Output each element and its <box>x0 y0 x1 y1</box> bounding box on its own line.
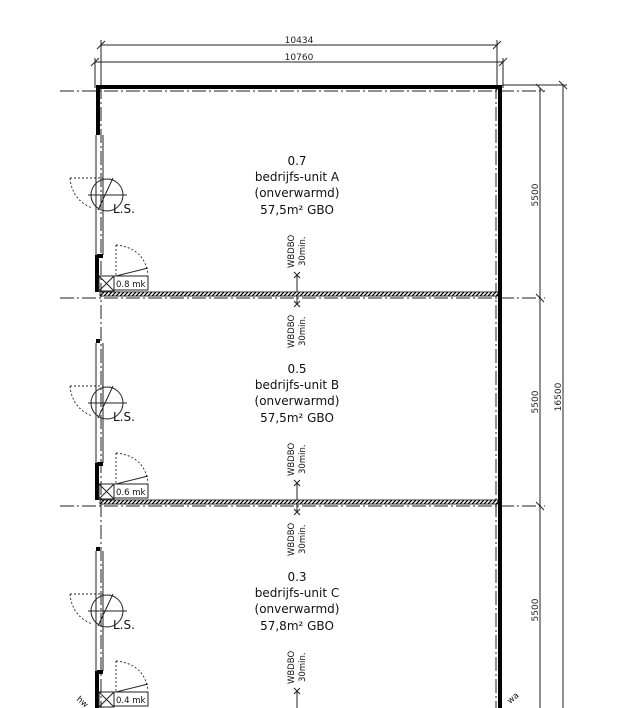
door-symbol-label: L.S. <box>113 618 135 632</box>
grid-axes <box>60 85 545 708</box>
unit-name: bedrijfs-unit C <box>255 586 339 600</box>
dimension-unit-b: 5500 <box>531 390 541 413</box>
door-swing-icon <box>69 593 127 628</box>
door-swing-icon <box>69 177 127 212</box>
dimension-10760: 10760 <box>285 53 314 63</box>
svg-text:WBDBO: WBDBO <box>287 235 297 268</box>
unit-b: L.S. 0.6 mk 0.5 bedrijfs-unit B (onverwarmd)… <box>69 339 340 556</box>
door-swing-icon <box>69 385 127 420</box>
unit-name: bedrijfs-unit A <box>255 170 340 184</box>
unit-a: L.S. 0.8 mk 0.7 bedrijfs-unit A (onverwarmd)… <box>69 131 340 348</box>
top-dimension-outer: 10760 <box>90 53 508 88</box>
top-dimension-inner: 10434 <box>96 36 502 90</box>
door-symbol-label: L.S. <box>113 202 135 216</box>
door-0[interactable]: 0.8 mk <box>98 244 149 292</box>
unit-note: (onverwarmd) <box>255 394 340 408</box>
dimension-total: 16500 <box>554 382 564 411</box>
unit-area: 57,5m² GBO <box>260 411 334 425</box>
door-width-label: 0.8 mk <box>116 280 145 290</box>
unit-area: 57,8m² GBO <box>260 619 334 633</box>
outer-walls <box>96 85 502 708</box>
unit-area: 57,5m² GBO <box>260 203 334 217</box>
unit-number: 0.3 <box>287 570 306 584</box>
svg-text:WBDBO: WBDBO <box>287 443 297 476</box>
door-symbol-label: L.S. <box>113 410 135 424</box>
partition-wall-bc <box>99 499 499 505</box>
svg-text:30min.: 30min. <box>298 316 308 346</box>
unit-name: bedrijfs-unit B <box>255 378 339 392</box>
door-2[interactable]: 0.4 mk <box>98 660 149 708</box>
door-width-label: 0.4 mk <box>116 696 145 706</box>
unit-note: (onverwarmd) <box>255 186 340 200</box>
unit-c: L.S. 0.4 mk 0.3 bedrijfs-unit C (onverwarmd)… <box>69 547 340 708</box>
svg-text:30min.: 30min. <box>298 444 308 474</box>
edge-label-left: hw <box>74 695 90 708</box>
door-width-label: 0.6 mk <box>116 488 145 498</box>
dimension-unit-c: 5500 <box>531 598 541 621</box>
svg-text:WBDBO: WBDBO <box>287 651 297 684</box>
partition-wall-ab <box>99 291 499 297</box>
unit-note: (onverwarmd) <box>255 602 340 616</box>
svg-text:30min.: 30min. <box>298 652 308 682</box>
door-1[interactable]: 0.6 mk <box>98 452 149 500</box>
svg-text:WBDBO: WBDBO <box>287 315 297 348</box>
edge-label-right: wa <box>506 691 522 706</box>
unit-number: 0.5 <box>287 362 306 376</box>
right-dimensions: 5500 5500 5500 16500 <box>502 80 568 708</box>
svg-text:30min.: 30min. <box>298 524 308 554</box>
dimension-10434: 10434 <box>285 36 314 46</box>
svg-text:30min.: 30min. <box>298 236 308 266</box>
svg-text:WBDBO: WBDBO <box>287 523 297 556</box>
unit-number: 0.7 <box>287 154 306 168</box>
dimension-unit-a: 5500 <box>531 183 541 206</box>
